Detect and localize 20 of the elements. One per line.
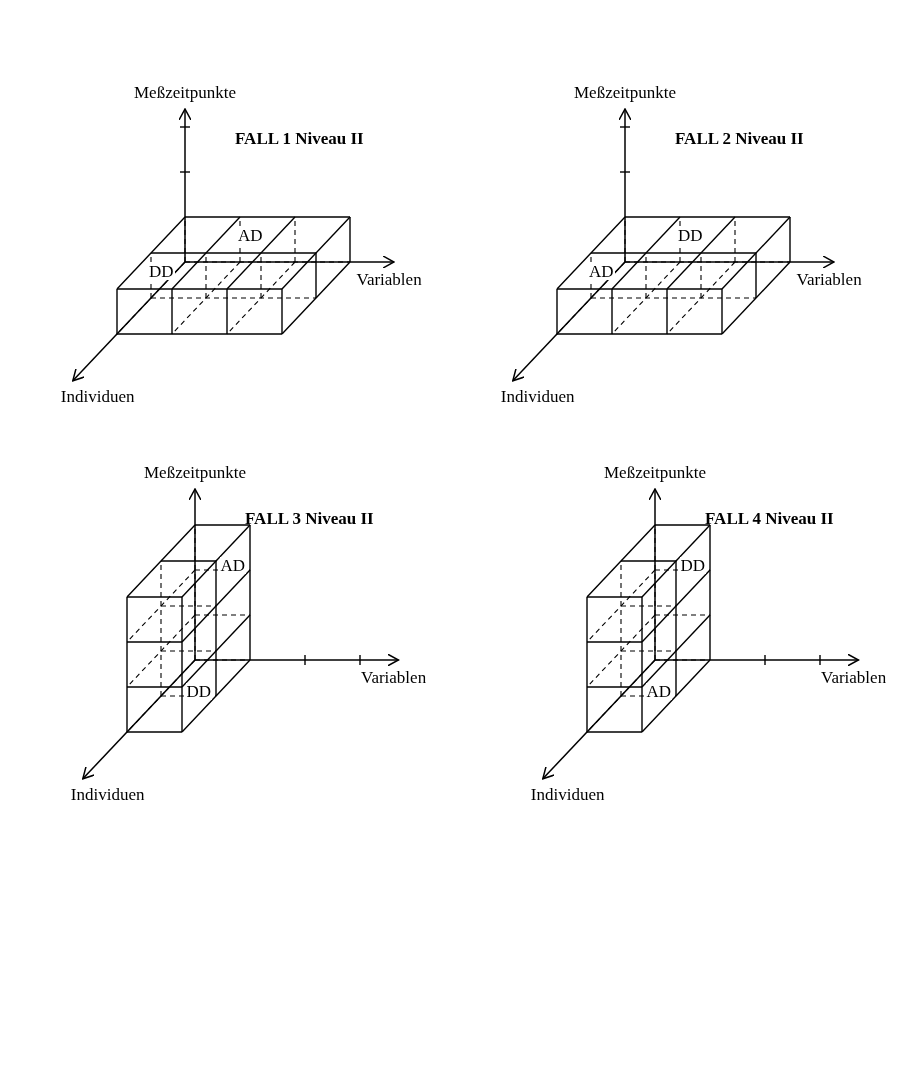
axis-label: Variablen bbox=[356, 270, 422, 290]
cell-label: DD bbox=[679, 557, 707, 574]
axis-label: Meßzeitpunkte bbox=[144, 463, 246, 483]
axis-label: Meßzeitpunkte bbox=[574, 83, 676, 103]
panel-title: FALL 3 Niveau II bbox=[245, 509, 374, 529]
cell-label: DD bbox=[185, 683, 213, 700]
cell-label: AD bbox=[645, 683, 673, 700]
axis-label: Meßzeitpunkte bbox=[604, 463, 706, 483]
axis-label: Individuen bbox=[500, 386, 575, 407]
panel-title: FALL 4 Niveau II bbox=[705, 509, 834, 529]
axis-label: Individuen bbox=[70, 784, 145, 805]
axis-label: Variablen bbox=[361, 668, 427, 688]
axis-label: Variablen bbox=[796, 270, 862, 290]
axis-label: Individuen bbox=[530, 784, 605, 805]
panel-title: FALL 1 Niveau II bbox=[235, 129, 364, 149]
panel-title: FALL 2 Niveau II bbox=[675, 129, 804, 149]
axis-label: Variablen bbox=[821, 668, 887, 688]
axis-label: Meßzeitpunkte bbox=[134, 83, 236, 103]
cell-label: AD bbox=[219, 557, 247, 574]
axis-label: Individuen bbox=[60, 386, 135, 407]
